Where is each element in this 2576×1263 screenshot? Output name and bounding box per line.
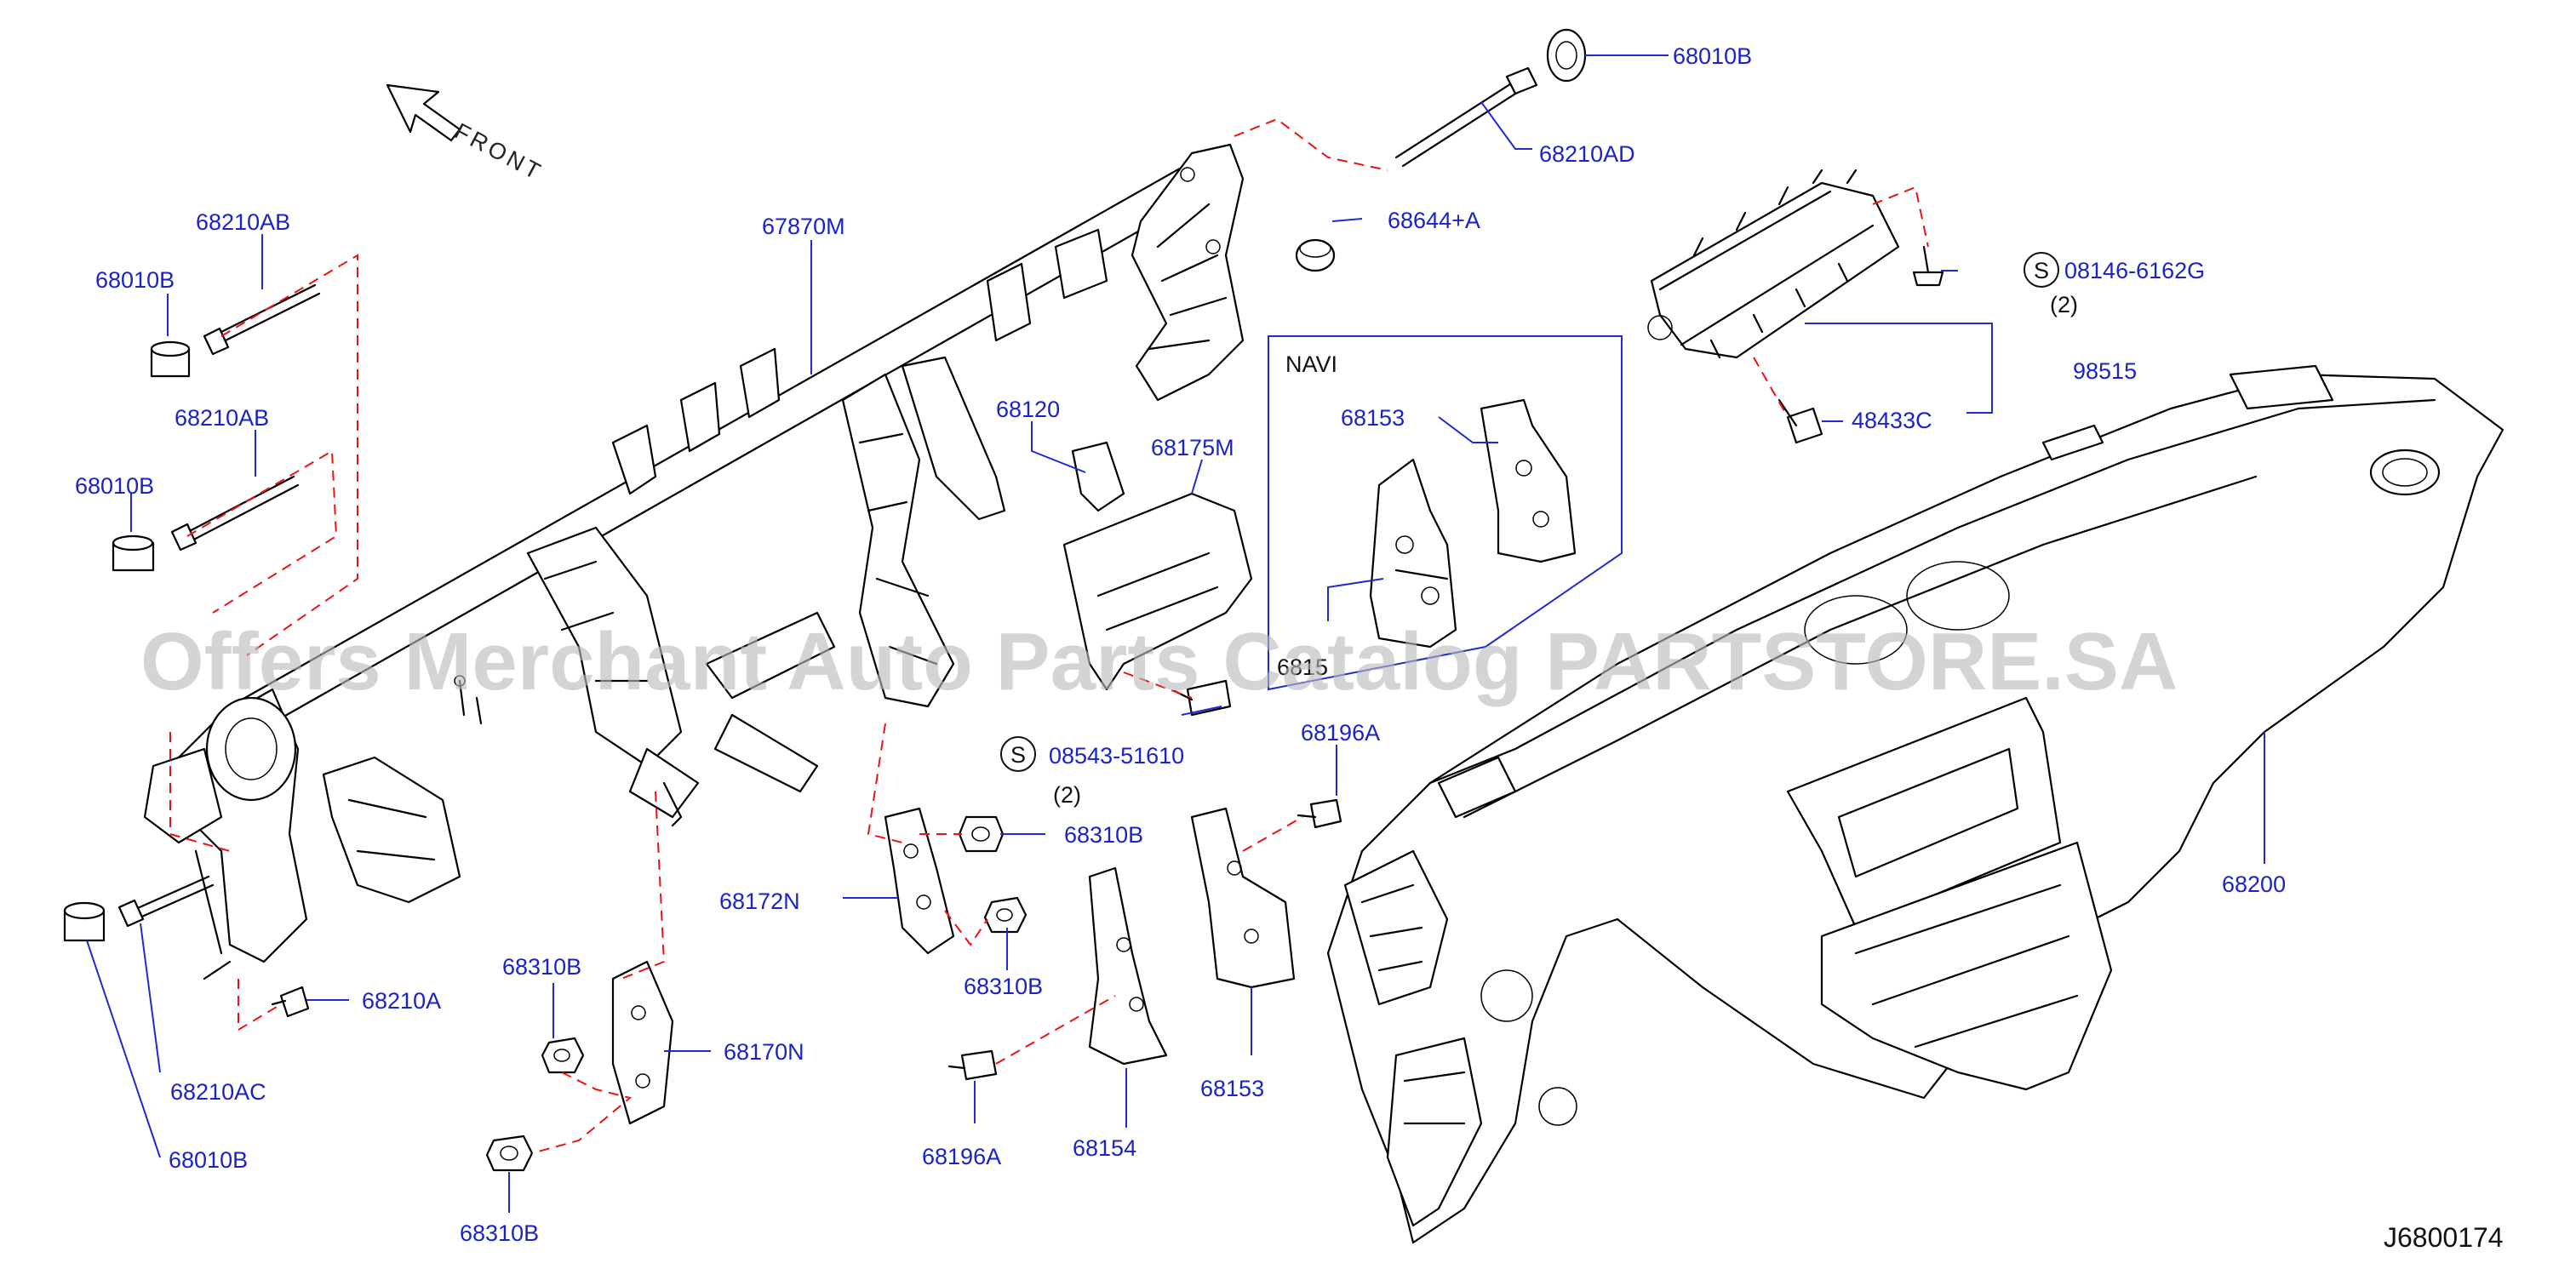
label-68010B-3: 68010B (169, 1147, 248, 1173)
label-68644A: 68644+A (1388, 208, 1480, 233)
bracket-68175M (1062, 492, 1253, 691)
label-67870M: 67870M (762, 214, 845, 239)
screw-symbol-08543-icon: S (1000, 736, 1036, 772)
label-68196A-right: 68196A (1301, 720, 1380, 746)
label-68310B-1: 68310B (1064, 822, 1143, 848)
navi-variant-box: NAVI 6815 (1268, 335, 1623, 691)
assembly-dashed-lines (169, 117, 1929, 1154)
steering-member-beam (143, 143, 1245, 980)
cap-68010B-1-icon (150, 340, 191, 378)
screw-symbol-08146-icon: S (2024, 252, 2059, 288)
cap-68010B-3-icon (63, 901, 106, 942)
cap-68010B-2-icon (112, 534, 155, 572)
label-68210AB-1: 68210AB (196, 209, 290, 235)
front-direction-label: FRONT (450, 118, 547, 186)
screw-symbol-08543: S (1010, 742, 1026, 768)
bracket-68170N (611, 960, 674, 1125)
label-08543-51610: 08543-51610 (1049, 743, 1184, 769)
grommet-68644A-icon (1295, 238, 1336, 272)
bracket-68153 (1190, 807, 1296, 989)
screw-68196A-right-icon (1297, 798, 1342, 829)
label-98515: 98515 (2073, 358, 2137, 384)
navi-box-label: NAVI (1285, 351, 1337, 377)
bolt-68210AD-icon (1394, 66, 1538, 168)
navi-box-part-partial: 6815 (1277, 654, 1328, 680)
label-68010B-top: 68010B (1673, 43, 1752, 69)
watermark: Offers Merchant Auto Parts Catalog PARTS… (140, 616, 2178, 707)
label-48433C: 48433C (1852, 408, 1932, 433)
cap-68010B-top-icon (1546, 28, 1587, 83)
bracket-68154 (1088, 866, 1168, 1066)
label-68120: 68120 (996, 397, 1060, 422)
nut-68310B-4-icon (485, 1134, 534, 1172)
passenger-airbag-module (1647, 169, 1900, 359)
bolt-68210AC-icon (117, 875, 215, 928)
label-68170N: 68170N (724, 1039, 804, 1065)
label-68200: 68200 (2222, 872, 2286, 897)
label-68153: 68153 (1200, 1076, 1264, 1101)
label-68310B-4: 68310B (460, 1220, 539, 1246)
screw-symbol-08146: S (2034, 258, 2049, 283)
bolt-68210AB-2-icon (170, 475, 300, 551)
bracket-68120 (1071, 441, 1125, 512)
bolt-68210A-icon (271, 986, 310, 1018)
nut-68310B-2-icon (983, 896, 1028, 934)
label-68210AD: 68210AD (1539, 141, 1635, 167)
nut-68310B-1-icon (958, 815, 1005, 853)
bracket-68172N (884, 807, 955, 955)
label-68210AC: 68210AC (170, 1079, 266, 1105)
instrument-panel (1326, 364, 2504, 1244)
leader-lines (86, 54, 2265, 1213)
label-68010B-1: 68010B (95, 267, 175, 293)
label-08146-6162G: 08146-6162G (2064, 258, 2205, 283)
label-68310B-2: 68310B (964, 974, 1043, 999)
label-68010B-2: 68010B (75, 473, 154, 499)
label-68210A: 68210A (362, 988, 441, 1014)
screw-68196A-left-icon (947, 1049, 998, 1081)
qty-08543: (2) (1053, 782, 1081, 808)
clip-48433C-icon (1777, 398, 1823, 444)
nut-68310B-3-icon (541, 1037, 585, 1074)
label-68196A-left: 68196A (922, 1144, 1001, 1169)
label-68153-navi: 68153 (1341, 405, 1405, 431)
label-68172N: 68172N (719, 889, 800, 914)
diagram-code: J6800174 (2384, 1222, 2504, 1253)
label-68154: 68154 (1073, 1135, 1136, 1161)
bolt-68210AB-1-icon (203, 283, 321, 356)
qty-08146: (2) (2050, 292, 2078, 317)
front-direction-arrow-icon (386, 83, 461, 142)
label-68210AB-2: 68210AB (175, 405, 269, 431)
label-68310B-3: 68310B (502, 954, 581, 980)
screw-08146-icon (1912, 245, 1944, 287)
label-68175M: 68175M (1151, 435, 1234, 460)
